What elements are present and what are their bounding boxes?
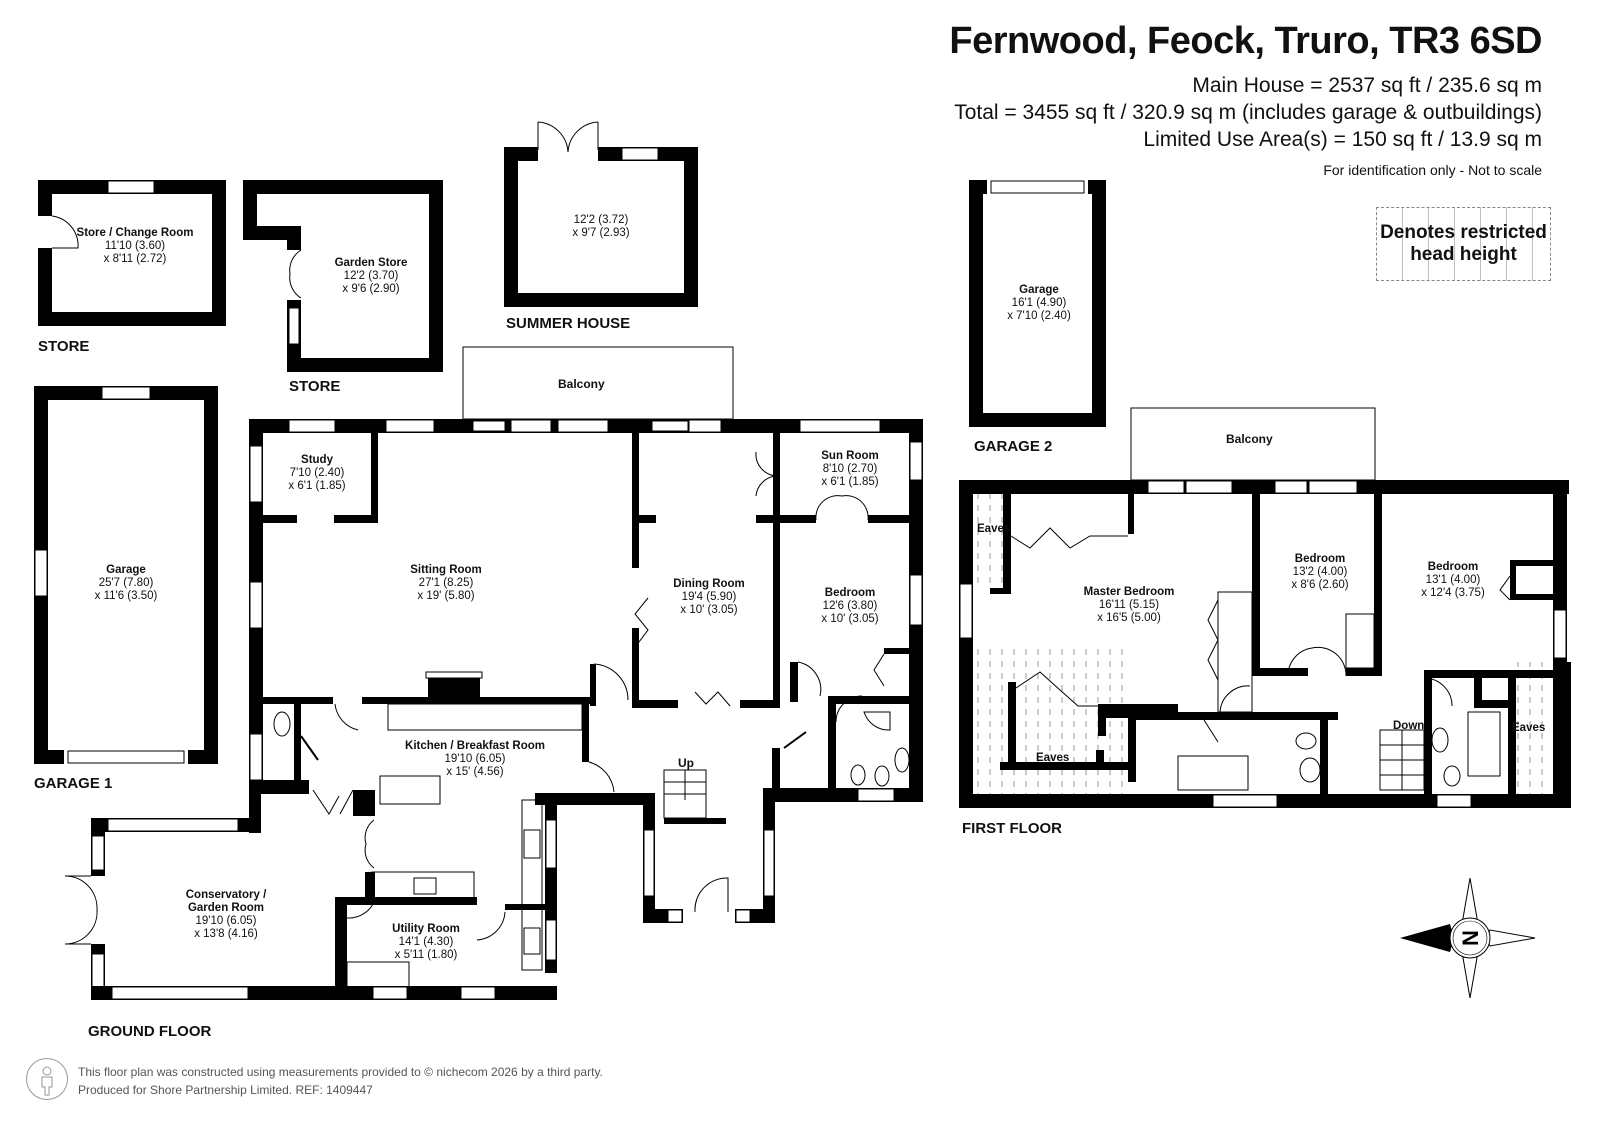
stairs-down-label: Down: [1393, 720, 1425, 732]
total-area: Total = 3455 sq ft / 320.9 sq m (include…: [954, 101, 1542, 124]
limited-use-area: Limited Use Area(s) = 150 sq ft / 13.9 s…: [1143, 128, 1542, 151]
eaves-label-2: Eaves: [1036, 752, 1070, 764]
main-house-area: Main House = 2537 sq ft / 235.6 sq m: [1192, 74, 1542, 97]
room-sun: Sun Room 8'10 (2.70) x 6'1 (1.85): [821, 450, 879, 488]
balcony-first-floor-label: Balcony: [1226, 432, 1273, 446]
garden-store-walls: [243, 180, 443, 372]
property-title: Fernwood, Feock, Truro, TR3 6SD: [949, 20, 1542, 62]
section-label-garage-1: GARAGE 1: [34, 775, 113, 792]
scale-disclaimer: For identification only - Not to scale: [1323, 162, 1542, 178]
section-label-first-floor: FIRST FLOOR: [962, 820, 1062, 837]
garage-1-walls: [34, 386, 218, 764]
balcony-ground-floor-label: Balcony: [558, 377, 605, 391]
stairs-up-label: Up: [678, 756, 694, 770]
room-store-change: Store / Change Room 11'10 (3.60) x 8'11 …: [76, 227, 194, 265]
section-label-store-1: STORE: [38, 338, 90, 355]
section-label-store-2: STORE: [289, 378, 341, 395]
room-bedroom-ground: Bedroom 12'6 (3.80) x 10' (3.05): [821, 587, 879, 625]
eaves-label-1: Eaves: [977, 523, 1011, 535]
room-garage-1: Garage 25'7 (7.80) x 11'6 (3.50): [94, 564, 158, 602]
section-label-garage-2: GARAGE 2: [974, 438, 1053, 455]
store-change-room-walls: [38, 180, 226, 326]
room-dining: Dining Room 19'4 (5.90) x 10' (3.05): [673, 578, 745, 616]
compass-rose-icon: N: [1400, 877, 1536, 999]
ground-floor-walls: [64, 346, 923, 1000]
room-kitchen: Kitchen / Breakfast Room 19'10 (6.05) x …: [405, 740, 545, 778]
restricted-head-height-legend: Denotes restricted head height: [1376, 207, 1551, 281]
person-scale-icon: [26, 1058, 68, 1100]
room-conservatory: Conservatory / Garden Room 19'10 (6.05) …: [185, 889, 267, 940]
room-sitting: Sitting Room 27'1 (8.25) x 19' (5.80): [410, 564, 482, 602]
room-utility: Utility Room 14'1 (4.30) x 5'11 (1.80): [392, 923, 460, 961]
room-garden-store: Garden Store 12'2 (3.70) x 9'6 (2.90): [334, 257, 408, 295]
summer-house-walls: [504, 121, 698, 307]
section-label-ground-floor: GROUND FLOOR: [88, 1023, 212, 1040]
eaves-label-3: Eaves: [1512, 722, 1546, 734]
room-summer-house: 12'2 (3.72) x 9'7 (2.93): [572, 214, 630, 239]
room-study: Study 7'10 (2.40) x 6'1 (1.85): [288, 454, 346, 492]
first-floor-walls: [959, 407, 1571, 808]
room-bedroom-first-2: Bedroom 13'1 (4.00) x 12'4 (3.75): [1421, 561, 1485, 599]
room-master-bedroom: Master Bedroom 16'11 (5.15) x 16'5 (5.00…: [1083, 586, 1175, 624]
room-bedroom-first-1: Bedroom 13'2 (4.00) x 8'6 (2.60): [1291, 553, 1349, 591]
compass-letter: N: [1458, 930, 1483, 946]
section-label-summer-house: SUMMER HOUSE: [506, 315, 631, 332]
footer-reference: Produced for Shore Partnership Limited. …: [78, 1083, 373, 1097]
garage-2-walls: [969, 180, 1106, 427]
footer-disclaimer: This floor plan was constructed using me…: [78, 1065, 603, 1079]
room-garage-2: Garage 16'1 (4.90) x 7'10 (2.40): [1007, 284, 1071, 322]
legend-label: Denotes restricted head height: [1380, 222, 1547, 265]
north-compass: N: [1400, 877, 1540, 1003]
